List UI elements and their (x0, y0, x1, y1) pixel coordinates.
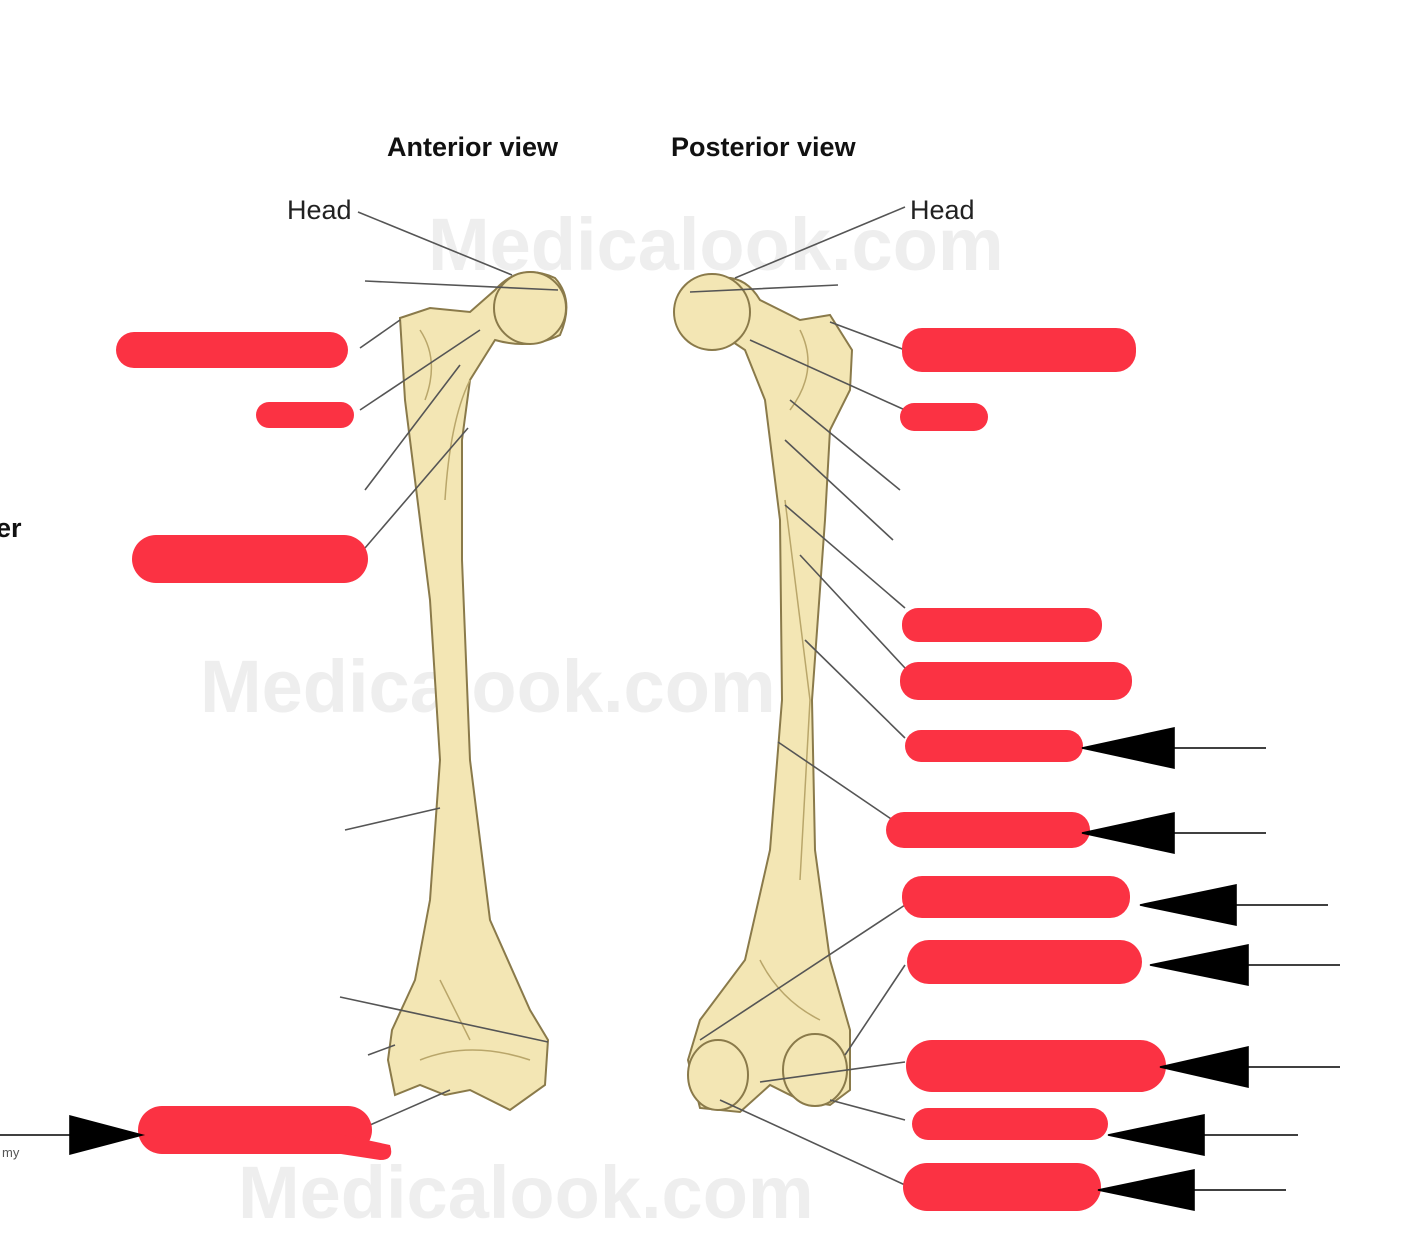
corner-text-fragment: my (2, 1145, 20, 1160)
posterior-head-label: Head (910, 195, 975, 225)
redaction-marks (116, 328, 1166, 1211)
anterior-view-title: Anterior view (387, 132, 559, 162)
arrows (0, 727, 1340, 1211)
arrow-6 (1107, 1114, 1298, 1156)
posterior-femur (673, 273, 854, 1114)
side-text-fragment: er (0, 513, 22, 543)
anterior-head-label: Head (287, 195, 352, 225)
leader-lines (339, 206, 906, 1186)
posterior-view-title: Posterior view (671, 132, 857, 162)
watermark-middle: Medicalook.com (200, 645, 776, 728)
arrow-3 (1139, 884, 1328, 926)
arrow-left-bottom (0, 1114, 146, 1156)
arrow-2 (1081, 812, 1266, 854)
arrow-5 (1159, 1045, 1340, 1089)
watermark-bottom: Medicalook.com (238, 1151, 814, 1234)
arrow-7 (1097, 1169, 1286, 1211)
arrow-1 (1081, 727, 1266, 769)
arrow-4 (1149, 944, 1340, 986)
